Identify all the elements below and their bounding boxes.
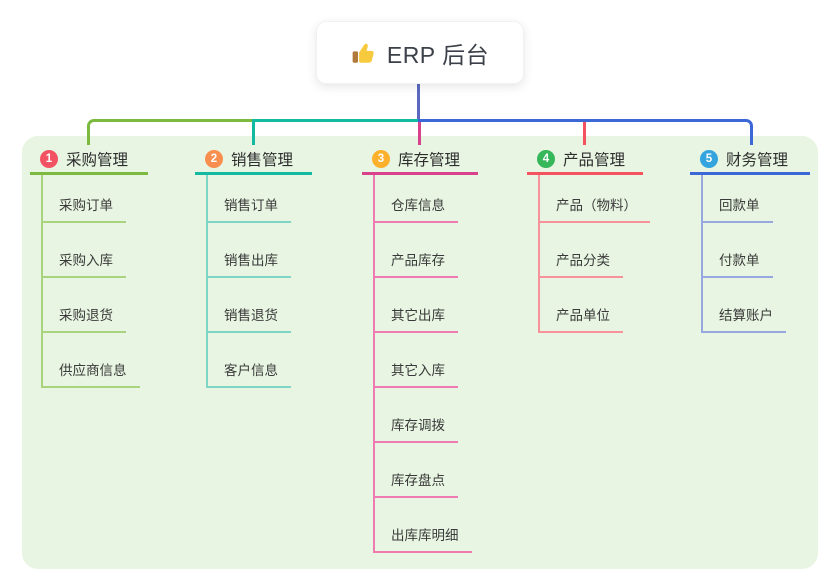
- tree-node-label: 采购订单: [43, 194, 126, 223]
- tree-node[interactable]: 出库库明细: [375, 498, 478, 553]
- branch-label: 销售管理: [231, 152, 294, 169]
- tree-node-label: 销售出库: [208, 249, 291, 278]
- branch-children: 采购订单 采购入库 采购退货 供应商信息: [41, 175, 148, 388]
- tree-node[interactable]: 结算账户: [703, 278, 810, 333]
- tree-node-label: 销售订单: [208, 194, 291, 223]
- connector-branch-product: [583, 122, 586, 145]
- branch-number-badge: 2: [205, 150, 223, 168]
- tree-node-label: 产品分类: [540, 249, 623, 278]
- tree-node[interactable]: 库存调拨: [375, 388, 478, 443]
- tree-node-label: 其它出库: [375, 304, 458, 333]
- branch-header-purchase[interactable]: 1 采购管理: [30, 146, 148, 175]
- branch-label: 产品管理: [563, 152, 626, 169]
- branch-number-badge: 4: [537, 150, 555, 168]
- tree-node[interactable]: 销售订单: [208, 175, 312, 223]
- tree-node[interactable]: 其它出库: [375, 278, 478, 333]
- tree-node-label: 其它入库: [375, 359, 458, 388]
- tree-node[interactable]: 产品单位: [540, 278, 650, 333]
- tree-node-label: 产品库存: [375, 249, 458, 278]
- tree-node-label: 结算账户: [703, 304, 786, 333]
- root-title: ERP 后台: [386, 41, 490, 68]
- branch-children: 产品（物料） 产品分类 产品单位: [538, 175, 650, 333]
- tree-node[interactable]: 采购退货: [43, 278, 148, 333]
- tree-node-label: 付款单: [703, 249, 773, 278]
- branch-number-badge: 5: [700, 150, 718, 168]
- branch-number-badge: 3: [372, 150, 390, 168]
- tree-node-label: 采购退货: [43, 304, 126, 333]
- tree-node[interactable]: 采购订单: [43, 175, 148, 223]
- branch-label: 库存管理: [398, 152, 461, 169]
- branch-label: 采购管理: [66, 152, 129, 169]
- root-node[interactable]: ERP 后台: [316, 21, 524, 84]
- branch-children: 回款单 付款单 结算账户: [701, 175, 810, 333]
- branch-header-product[interactable]: 4 产品管理: [527, 146, 643, 175]
- connector-branch-finance: [418, 119, 753, 145]
- branch-inventory: 3 库存管理 仓库信息 产品库存 其它出库 其它入库 库存调拨 库存盘点 出库库…: [362, 146, 478, 553]
- tree-node-label: 销售退货: [208, 304, 291, 333]
- tree-node[interactable]: 客户信息: [208, 333, 312, 388]
- root-stem-line: [417, 83, 420, 121]
- tree-node[interactable]: 付款单: [703, 223, 810, 278]
- tree-node[interactable]: 产品分类: [540, 223, 650, 278]
- branch-number-badge: 1: [40, 150, 58, 168]
- tree-node-label: 仓库信息: [375, 194, 458, 223]
- tree-node[interactable]: 库存盘点: [375, 443, 478, 498]
- tree-node[interactable]: 产品库存: [375, 223, 478, 278]
- tree-node-label: 供应商信息: [43, 359, 140, 388]
- tree-node-label: 库存调拨: [375, 414, 458, 443]
- branch-header-finance[interactable]: 5 财务管理: [690, 146, 810, 175]
- branch-purchase: 1 采购管理 采购订单 采购入库 采购退货 供应商信息: [30, 146, 148, 388]
- tree-node-label: 回款单: [703, 194, 773, 223]
- connector-branch-purchase: [87, 119, 252, 145]
- branch-sales: 2 销售管理 销售订单 销售出库 销售退货 客户信息: [195, 146, 312, 388]
- tree-node[interactable]: 其它入库: [375, 333, 478, 388]
- tree-node[interactable]: 产品（物料）: [540, 175, 650, 223]
- tree-node-label: 产品（物料）: [540, 194, 650, 223]
- branch-finance: 5 财务管理 回款单 付款单 结算账户: [690, 146, 810, 333]
- tree-node[interactable]: 采购入库: [43, 223, 148, 278]
- tree-node-label: 产品单位: [540, 304, 623, 333]
- branch-header-sales[interactable]: 2 销售管理: [195, 146, 312, 175]
- tree-node[interactable]: 销售退货: [208, 278, 312, 333]
- tree-node[interactable]: 销售出库: [208, 223, 312, 278]
- tree-node-label: 采购入库: [43, 249, 126, 278]
- tree-node-label: 客户信息: [208, 359, 291, 388]
- tree-node-label: 库存盘点: [375, 469, 458, 498]
- branch-label: 财务管理: [726, 152, 789, 169]
- thumbs-up-icon: [351, 40, 377, 66]
- branch-header-inventory[interactable]: 3 库存管理: [362, 146, 478, 175]
- branch-product: 4 产品管理 产品（物料） 产品分类 产品单位: [527, 146, 650, 333]
- connector-branch-sales: [252, 119, 418, 145]
- tree-node[interactable]: 回款单: [703, 175, 810, 223]
- tree-node-label: 出库库明细: [375, 524, 472, 553]
- branch-children: 仓库信息 产品库存 其它出库 其它入库 库存调拨 库存盘点 出库库明细: [373, 175, 478, 553]
- connector-branch-inventory: [418, 122, 421, 145]
- branch-children: 销售订单 销售出库 销售退货 客户信息: [206, 175, 312, 388]
- tree-node[interactable]: 仓库信息: [375, 175, 478, 223]
- tree-node[interactable]: 供应商信息: [43, 333, 148, 388]
